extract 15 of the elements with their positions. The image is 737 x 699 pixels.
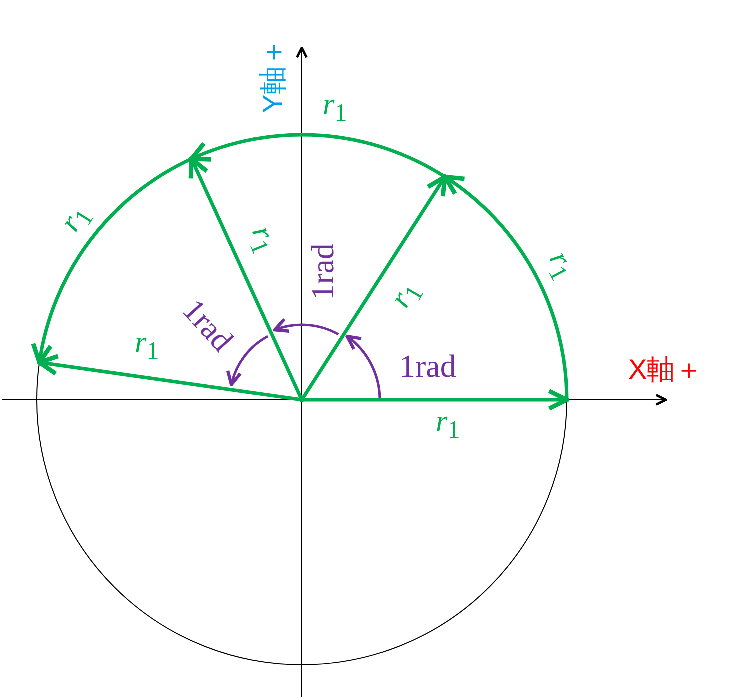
axis-label: Y軸＋ — [258, 38, 287, 114]
angle-label: 1rad — [400, 350, 456, 382]
arrow — [37, 354, 302, 402]
arrow — [188, 156, 304, 401]
arrow — [190, 134, 446, 179]
angle-label: 1rad — [306, 244, 338, 300]
arrow — [302, 389, 570, 411]
axis-label: X軸＋ — [628, 356, 704, 384]
point-dot — [564, 398, 570, 402]
angle-label: 1rad — [177, 293, 239, 357]
arrow — [300, 174, 448, 401]
edge-label: r$_{1}$ — [135, 328, 160, 364]
arrow — [442, 174, 569, 400]
edge-label: r$_{1}$ — [436, 407, 460, 443]
edge-label: r$_{1}$ — [323, 90, 348, 126]
